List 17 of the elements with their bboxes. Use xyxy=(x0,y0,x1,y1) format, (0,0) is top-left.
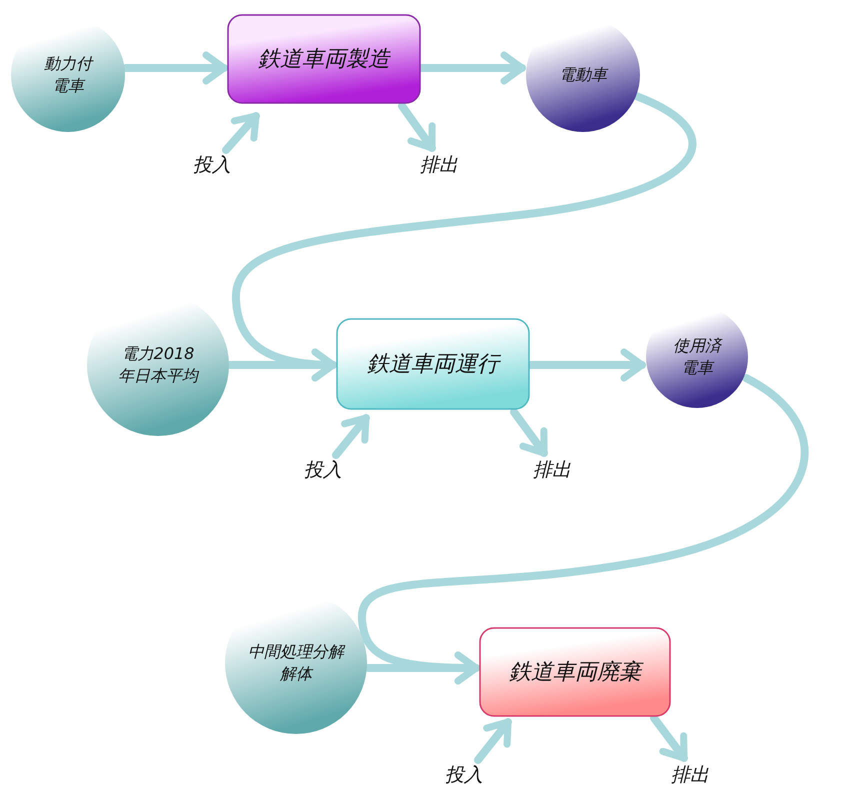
flow-label: 排出 xyxy=(664,760,716,789)
arrow xyxy=(226,348,337,382)
arrow xyxy=(364,652,480,684)
process-box: 鉄道車両運行 xyxy=(336,318,530,410)
process-box: 鉄道車両製造 xyxy=(227,14,421,104)
flow-label: 排出 xyxy=(526,455,578,485)
flow-label: 排出 xyxy=(413,150,465,180)
arrow xyxy=(398,102,436,152)
arrow xyxy=(332,414,370,459)
flow-label: 投入 xyxy=(438,760,490,789)
arrow xyxy=(474,718,512,764)
flow-label: 投入 xyxy=(297,455,349,485)
process-box: 鉄道車両廃棄 xyxy=(479,627,671,717)
arrow xyxy=(122,52,228,84)
arrow xyxy=(510,408,548,457)
arrow xyxy=(222,112,260,154)
flow-label: 投入 xyxy=(186,150,238,180)
